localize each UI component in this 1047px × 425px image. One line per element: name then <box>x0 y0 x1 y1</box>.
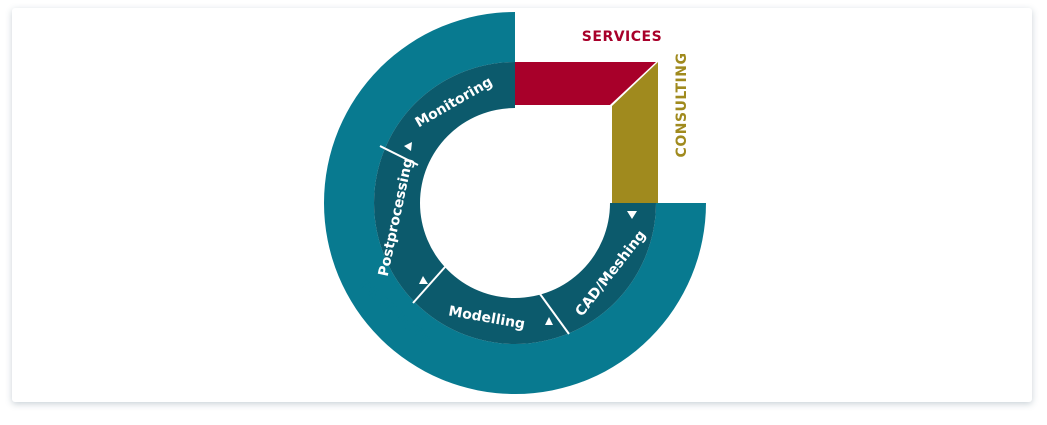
consulting-band <box>612 62 658 203</box>
modelling-arrow-icon <box>545 317 553 325</box>
consulting-label: CONSULTING <box>674 53 690 158</box>
services-band <box>515 62 656 105</box>
services-label: SERVICES <box>582 29 662 45</box>
segment-dividers <box>379 145 570 335</box>
cad-meshing-arrow-icon <box>627 211 637 219</box>
postprocessing-arrow-icon <box>419 276 428 284</box>
monitoring-arrow-icon <box>404 142 412 151</box>
products-inner-ring <box>374 62 656 344</box>
